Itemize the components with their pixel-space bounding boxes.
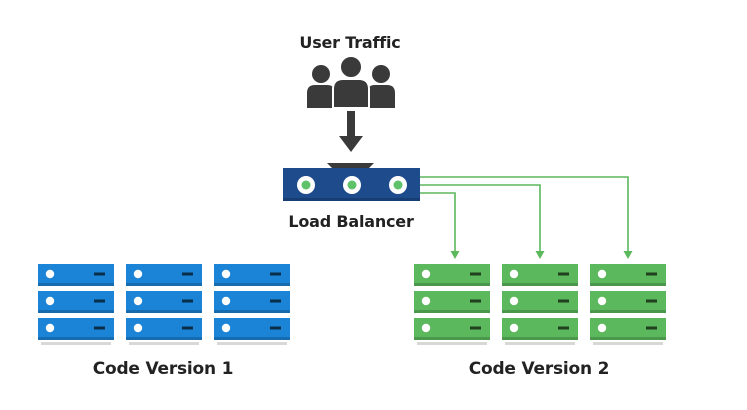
server-unit <box>502 264 578 286</box>
server-led <box>45 323 55 333</box>
server-unit <box>414 318 490 340</box>
server-led <box>45 269 55 279</box>
server-rack-2-3 <box>590 264 666 345</box>
server-led <box>597 296 607 306</box>
server-group-version-2 <box>414 264 666 345</box>
server-unit <box>126 318 202 340</box>
server-unit <box>214 318 290 340</box>
user-traffic-label: User Traffic <box>299 33 401 52</box>
server-rack-base <box>217 342 287 345</box>
server-group-version-1 <box>38 264 290 345</box>
server-led <box>45 296 55 306</box>
server-unit <box>414 291 490 313</box>
server-unit <box>126 291 202 313</box>
server-rack-base <box>41 342 111 345</box>
server-unit <box>502 318 578 340</box>
server-unit <box>414 264 490 286</box>
server-led <box>509 323 519 333</box>
server-unit <box>38 264 114 286</box>
server-rack-1-2 <box>126 264 202 345</box>
server-slot <box>558 326 569 330</box>
server-led <box>421 269 431 279</box>
connector-lines <box>420 176 629 253</box>
server-led <box>221 296 231 306</box>
server-slot <box>94 326 105 330</box>
server-slot <box>182 272 193 276</box>
server-unit <box>38 318 114 340</box>
connector-line-3 <box>420 176 629 253</box>
server-slot <box>646 299 657 303</box>
load-balancer-icon <box>283 163 420 201</box>
server-unit <box>590 264 666 286</box>
connector-line-1 <box>420 192 456 253</box>
server-unit <box>126 264 202 286</box>
code-version-2-label: Code Version 2 <box>468 359 610 379</box>
server-slot <box>270 272 281 276</box>
server-rack-base <box>417 342 487 345</box>
server-slot <box>470 272 481 276</box>
load-balancer-label: Load Balancer <box>288 212 414 231</box>
load-balancer-led-1 <box>297 176 315 194</box>
server-led <box>509 296 519 306</box>
server-slot <box>558 272 569 276</box>
server-rack-1-1 <box>38 264 114 345</box>
server-led <box>221 269 231 279</box>
server-unit <box>590 291 666 313</box>
server-slot <box>94 299 105 303</box>
connector-line-2 <box>420 184 541 253</box>
server-rack-2-1 <box>414 264 490 345</box>
server-led <box>221 323 231 333</box>
server-led <box>421 296 431 306</box>
server-unit <box>214 291 290 313</box>
arrow-down-icon <box>339 111 363 152</box>
server-led <box>597 269 607 279</box>
server-slot <box>94 272 105 276</box>
server-slot <box>270 299 281 303</box>
server-led <box>597 323 607 333</box>
server-slot <box>182 326 193 330</box>
load-balancer-led-2 <box>343 176 361 194</box>
server-led <box>133 269 143 279</box>
server-rack-base <box>129 342 199 345</box>
server-slot <box>558 299 569 303</box>
server-slot <box>646 272 657 276</box>
server-unit <box>214 264 290 286</box>
server-unit <box>590 318 666 340</box>
connector-arrowheads <box>450 251 633 259</box>
server-rack-base <box>505 342 575 345</box>
server-rack-base <box>593 342 663 345</box>
connector-arrowhead-3 <box>623 251 633 259</box>
server-slot <box>270 326 281 330</box>
server-led <box>133 296 143 306</box>
server-slot <box>470 299 481 303</box>
connector-arrowhead-1 <box>450 251 460 259</box>
load-balancer-led-3 <box>389 176 407 194</box>
server-rack-1-3 <box>214 264 290 345</box>
users-icon <box>307 55 395 109</box>
server-led <box>133 323 143 333</box>
server-slot <box>646 326 657 330</box>
server-slot <box>470 326 481 330</box>
connector-arrowhead-2 <box>535 251 545 259</box>
server-rack-2-2 <box>502 264 578 345</box>
server-led <box>509 269 519 279</box>
code-version-1-label: Code Version 1 <box>92 359 234 379</box>
server-unit <box>38 291 114 313</box>
server-slot <box>182 299 193 303</box>
server-led <box>421 323 431 333</box>
server-unit <box>502 291 578 313</box>
